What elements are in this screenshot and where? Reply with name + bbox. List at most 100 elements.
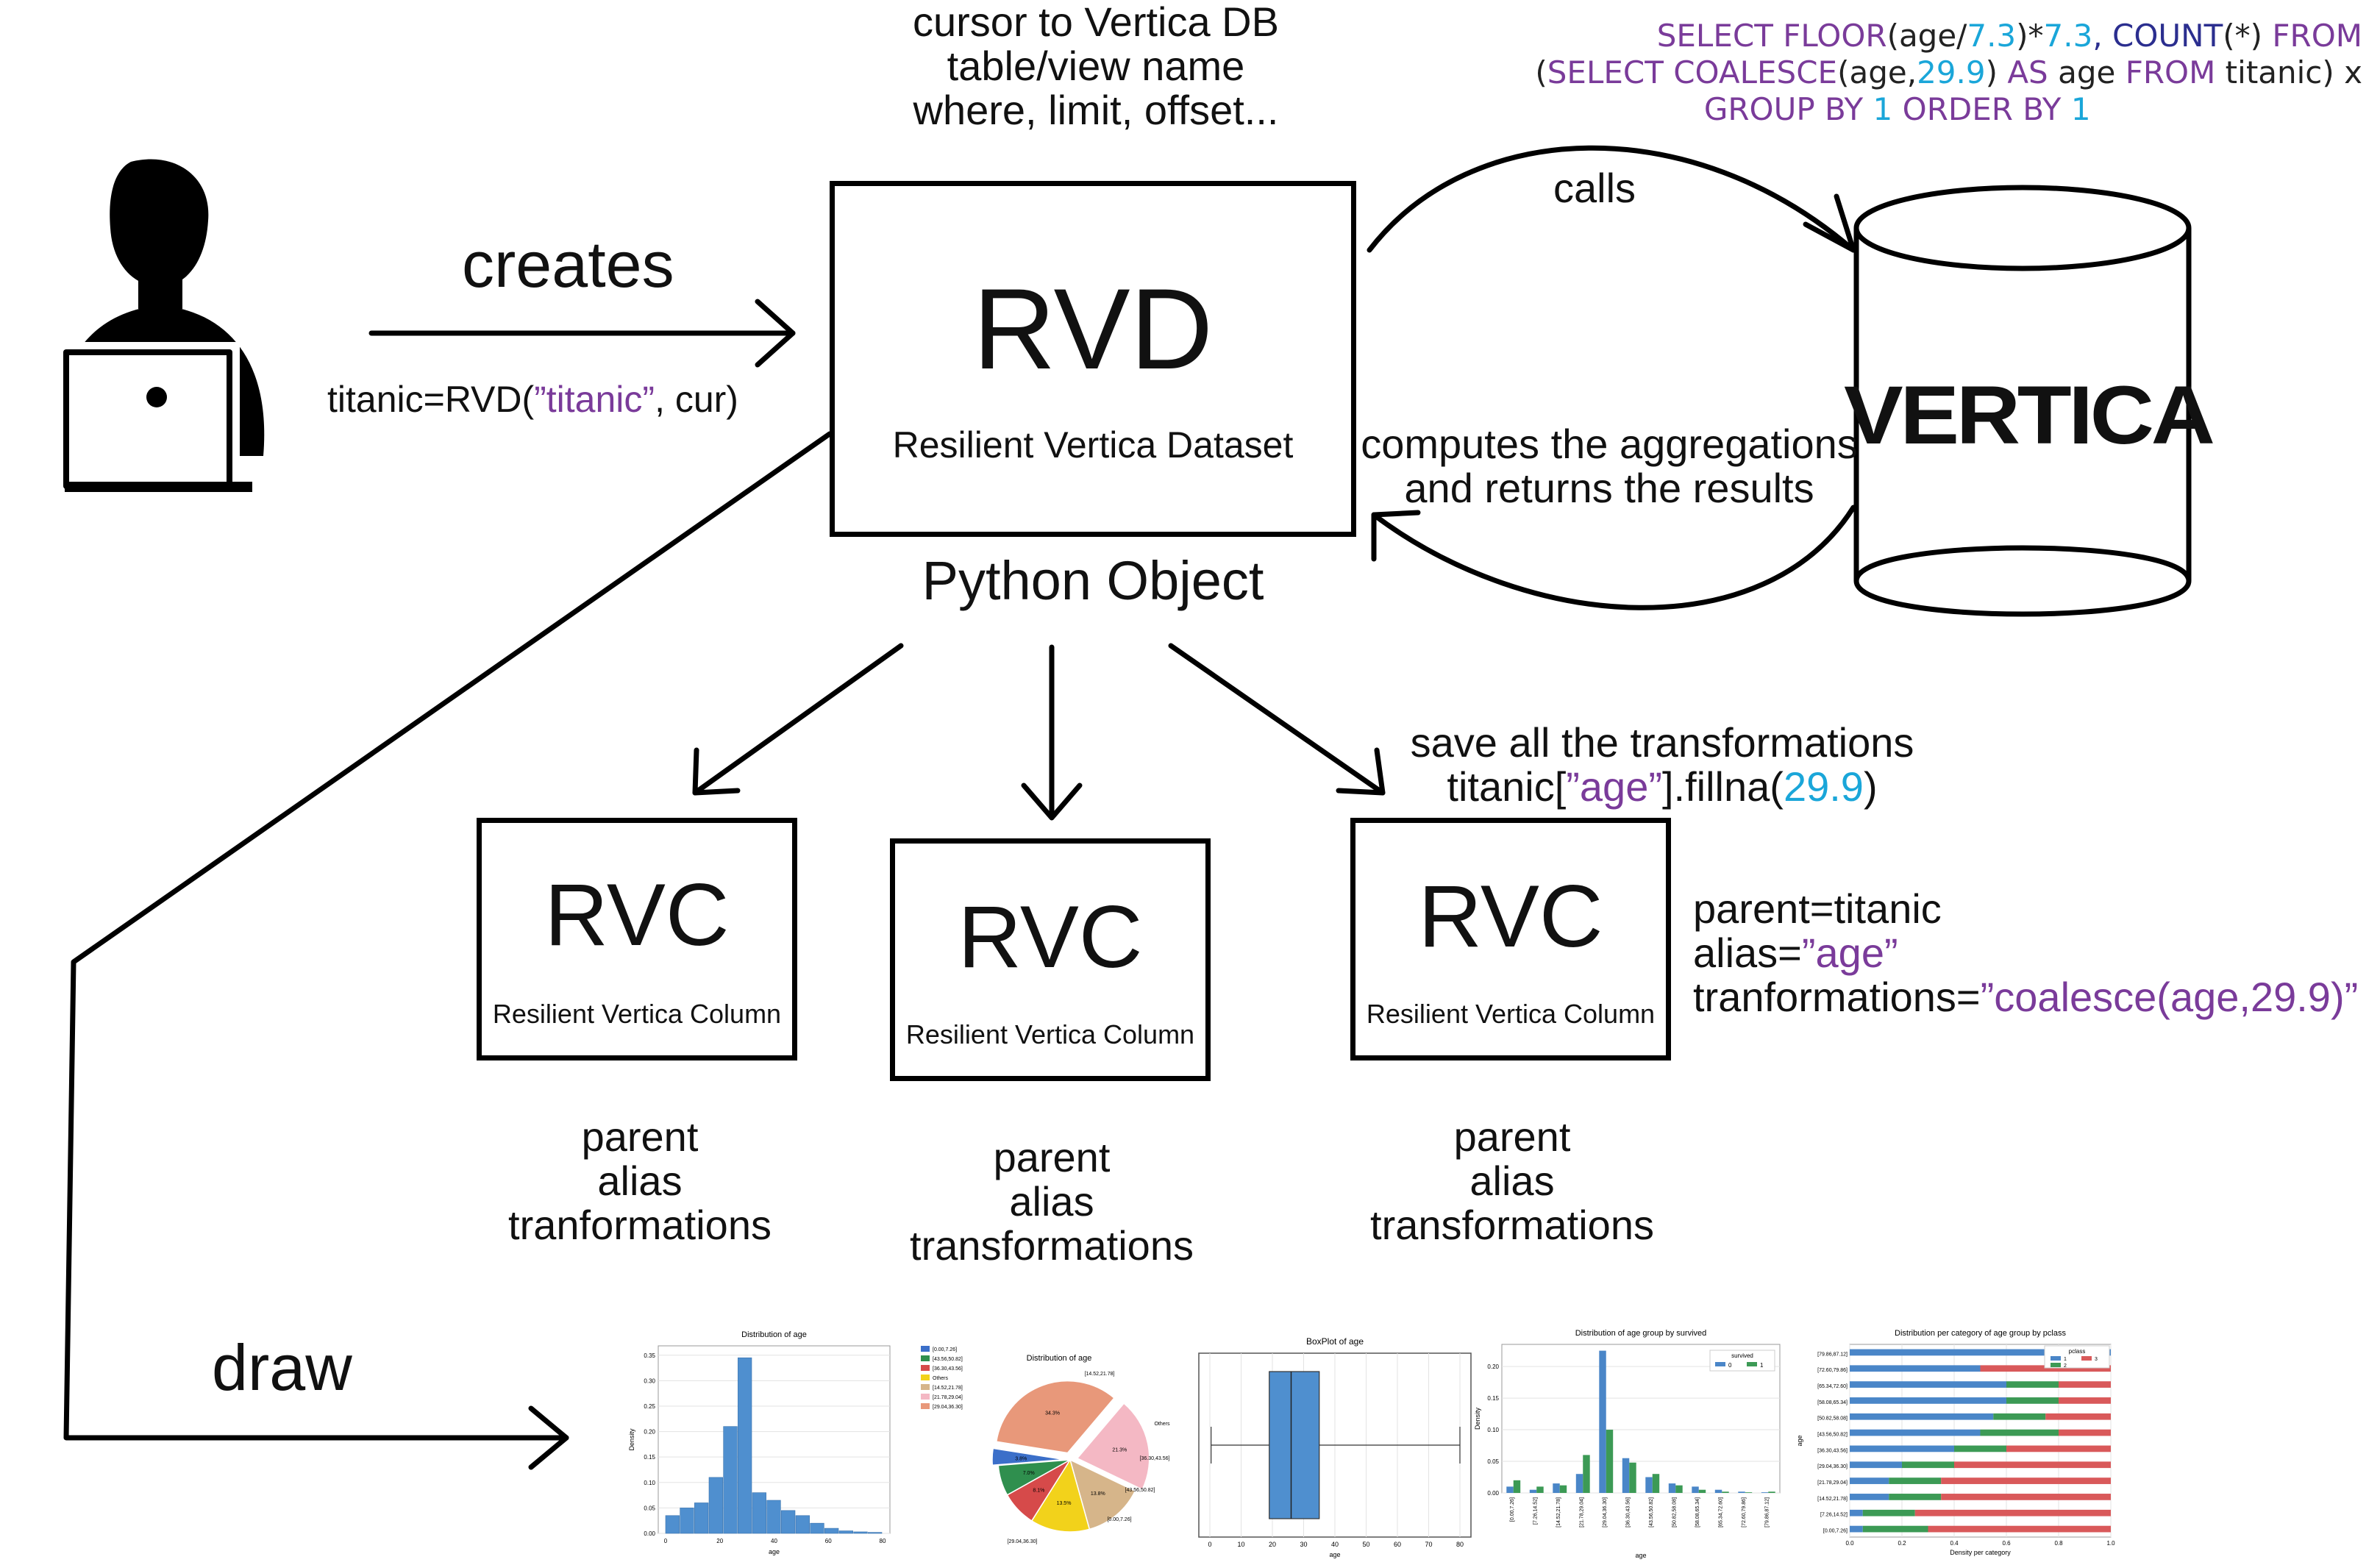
legend-swatch [2051, 1356, 2061, 1361]
rvc-title: RVC [958, 888, 1143, 986]
creates-label: creates [462, 228, 674, 301]
legend-swatch [921, 1403, 930, 1409]
y-tick-label: 0.10 [644, 1480, 655, 1486]
bar-survived-0 [1553, 1483, 1560, 1493]
legend-swatch [921, 1355, 930, 1361]
bar-pclass-3 [1980, 1365, 2111, 1372]
rvc-subtitle: Resilient Vertica Column [1366, 999, 1656, 1029]
bar-survived-1 [1698, 1489, 1706, 1493]
legend-label: 3 [2095, 1357, 2098, 1362]
x-tick-label: 0.2 [1898, 1540, 1906, 1547]
legend-swatch [921, 1394, 930, 1400]
calls-label: calls [1553, 165, 1636, 211]
slice-percent-label: 34.3% [1045, 1411, 1060, 1416]
bar-pclass-2 [1980, 1429, 2059, 1436]
legend-swatch [1715, 1362, 1725, 1366]
legend-label: [14.52,21.78] [933, 1386, 963, 1391]
legend-title: pclass [2069, 1348, 2086, 1355]
legend-title: survived [1731, 1352, 1753, 1359]
slice-percent-label: 21.3% [1112, 1448, 1127, 1453]
x-tick-label: [21.78,29.04] [1579, 1497, 1584, 1527]
calls-arrowhead [1803, 193, 1856, 253]
bar-pclass-3 [2059, 1381, 2111, 1388]
pie-slice [1076, 1402, 1150, 1491]
x-tick-label: 10 [1237, 1541, 1244, 1548]
y-tick-label: [21.78,29.04] [1817, 1480, 1848, 1486]
x-tick-label: 0 [1208, 1541, 1211, 1548]
sql-line1: SELECT FLOOR(age/7.3)*7.3, COUNT(*) FROM [1656, 18, 2362, 54]
legend-swatch [1747, 1362, 1757, 1366]
rvc-subtitle: Resilient Vertica Column [492, 999, 782, 1029]
chart-title: BoxPlot of age [1306, 1336, 1364, 1347]
x-axis-label: age [1635, 1552, 1646, 1559]
plot-area [1849, 1344, 2112, 1538]
bar-pclass-2 [1862, 1509, 1915, 1516]
chart-title: Distribution per category of age group b… [1895, 1329, 2066, 1338]
bar-pclass-3 [1914, 1509, 2111, 1516]
x-tick-label: 50 [1362, 1541, 1369, 1548]
histogram-bar [853, 1531, 868, 1534]
bar-pclass-2 [1993, 1413, 2046, 1420]
bar-survived-0 [1645, 1477, 1653, 1493]
x-tick-label: 0.8 [2054, 1540, 2063, 1547]
y-tick-label: [50.82,58.08] [1817, 1416, 1848, 1422]
bar-pclass-3 [2059, 1397, 2111, 1404]
sql-line2: (SELECT COALESCE(age,29.9) AS age FROM t… [1535, 54, 2362, 90]
pie-slice [991, 1447, 1065, 1466]
bar-pclass-3 [2059, 1429, 2111, 1436]
returns-label: computes the aggregations and returns th… [1361, 421, 1858, 511]
legend-swatch [2051, 1363, 2061, 1367]
slice-outer-label: [0.00,7.26] [1107, 1517, 1131, 1522]
bar-pclass-2 [2006, 1381, 2059, 1388]
bar-survived-0 [1714, 1489, 1722, 1493]
legend-swatch [921, 1365, 930, 1371]
x-tick-label: 30 [1300, 1541, 1307, 1548]
y-tick-label: [43.56,50.82] [1817, 1432, 1848, 1437]
bar-pclass-2 [1954, 1445, 2006, 1452]
pie-chart-thumbnail: Distribution of age[0.00,7.26][43.56,50.… [921, 1346, 1170, 1544]
legend-swatch [921, 1346, 930, 1352]
legend-label: [36.30,43.56] [933, 1366, 963, 1372]
vertica-logo: VERTICA [1844, 369, 2215, 461]
legend-label: 1 [1760, 1362, 1764, 1369]
x-tick-label: [14.52,21.78] [1556, 1497, 1561, 1527]
bar-pclass-3 [1941, 1477, 2111, 1484]
bar-pclass-1 [1850, 1413, 1994, 1420]
bar-survived-1 [1559, 1485, 1567, 1493]
bar-survived-0 [1599, 1350, 1606, 1493]
y-tick-label: 0.35 [644, 1352, 655, 1359]
x-tick-label: 60 [825, 1538, 832, 1544]
histogram-bar [766, 1500, 781, 1534]
sql-line3: GROUP BY 1 ORDER BY 1 [1703, 91, 2091, 127]
boxplot-box [1269, 1371, 1320, 1519]
bar-survived-0 [1529, 1489, 1537, 1493]
draw-label: draw [212, 1331, 352, 1404]
bar-pclass-2 [1889, 1477, 1942, 1484]
bar-pclass-3 [2006, 1445, 2111, 1452]
rvc-box-2: RVC Resilient Vertica Column [890, 838, 1211, 1081]
histogram-bar [781, 1510, 796, 1534]
pie-slice [995, 1380, 1115, 1454]
rvd-to-rvc3-arrow [1168, 643, 1386, 796]
bar-pclass-1 [1850, 1494, 1889, 1500]
bar-survived-0 [1692, 1486, 1699, 1493]
x-tick-label: [7.26,14.52] [1533, 1497, 1538, 1525]
draw-arrow [63, 431, 833, 1441]
legend-label: [0.00,7.26] [933, 1347, 957, 1352]
x-tick-label: 80 [1456, 1541, 1464, 1548]
slice-outer-label: [14.52,21.78] [1085, 1372, 1115, 1377]
pie-slice [997, 1459, 1071, 1496]
x-tick-label: 80 [880, 1538, 886, 1544]
x-axis-label: age [1329, 1551, 1340, 1558]
bar-survived-1 [1652, 1474, 1660, 1493]
bar-pclass-1 [1850, 1397, 2006, 1404]
stacked-bar-thumbnail: Distribution per category of age group b… [1796, 1329, 2115, 1556]
legend-swatch [2081, 1356, 2092, 1361]
y-tick-label: 0.15 [644, 1454, 655, 1461]
rvd-subtitle: Resilient Vertica Dataset [892, 424, 1294, 466]
y-tick-label: [0.00,7.26] [1823, 1528, 1848, 1533]
legend-label: Others [933, 1376, 949, 1381]
x-tick-label: [29.04,36.30] [1603, 1497, 1608, 1527]
histogram-bar [824, 1527, 839, 1534]
